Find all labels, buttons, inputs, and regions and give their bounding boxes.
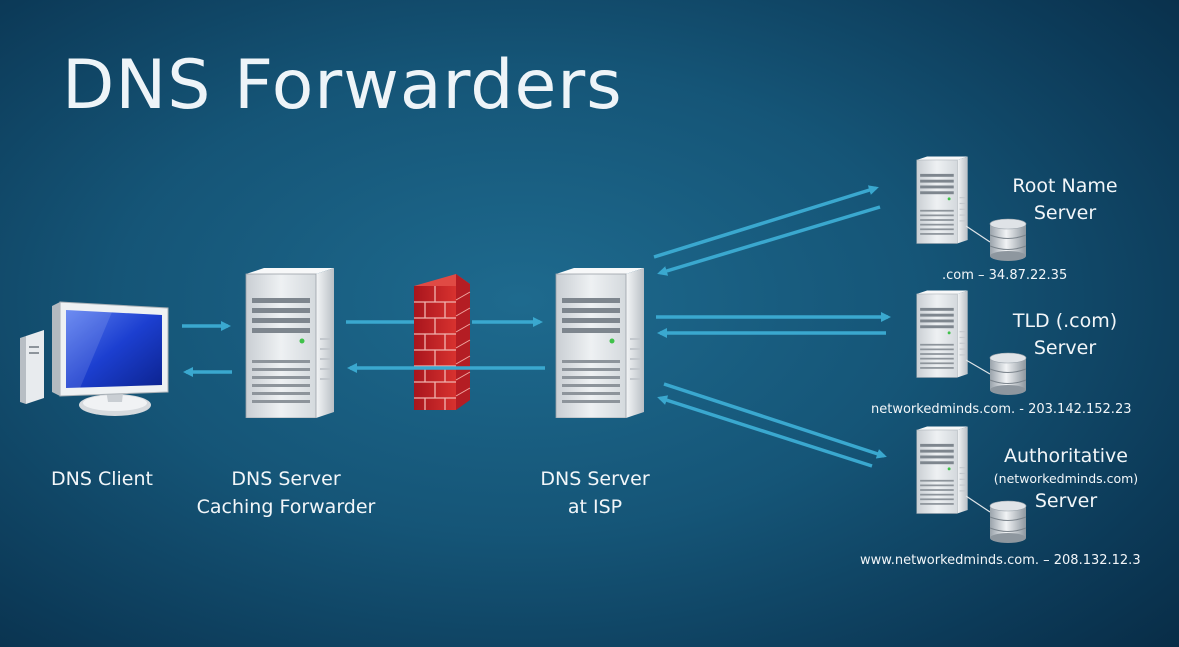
root-label: Root Name Server	[995, 173, 1135, 227]
root-server-icon	[916, 156, 968, 244]
caching-label: DNS Server Caching Forwarder	[186, 465, 386, 521]
tld-address: networkedminds.com. - 203.142.152.23	[871, 402, 1132, 417]
isp-label-line2: at ISP	[567, 496, 623, 518]
caching-server-icon	[245, 268, 335, 418]
arrow-root-to-isp	[657, 205, 881, 276]
arrow-authoritative-to-isp	[657, 395, 873, 468]
authoritative-label-line3: Server	[1034, 490, 1098, 512]
isp-label: DNS Server at ISP	[520, 465, 670, 521]
firewall-icon	[414, 274, 471, 410]
authoritative-address: www.networkedminds.com. – 208.132.12.3	[860, 553, 1141, 568]
arrow-isp-to-authoritative	[663, 382, 887, 459]
caching-label-line2: Caching Forwarder	[196, 496, 376, 518]
client-label-text: DNS Client	[51, 468, 153, 490]
root-label-line2: Server	[1033, 202, 1097, 224]
page-title: DNS Forwarders	[62, 46, 623, 125]
authoritative-label-line1: Authoritative	[1003, 445, 1128, 467]
authoritative-label: Authoritative (networkedminds.com) Serve…	[985, 443, 1147, 515]
authoritative-server-icon	[916, 426, 968, 514]
tld-label-line1: TLD (.com)	[1012, 310, 1118, 332]
client-label: DNS Client	[42, 465, 162, 493]
isp-label-line1: DNS Server	[540, 468, 650, 490]
caching-label-line1: DNS Server	[231, 468, 341, 490]
authoritative-label-line2: (networkedminds.com)	[993, 471, 1139, 486]
root-label-line1: Root Name	[1012, 175, 1118, 197]
root-address: .com – 34.87.22.35	[942, 268, 1068, 283]
tld-label-line2: Server	[1033, 337, 1097, 359]
monitor-icon	[20, 301, 169, 416]
arrow-isp-to-root	[653, 185, 879, 259]
tld-server-icon	[916, 290, 968, 378]
tld-label: TLD (.com) Server	[995, 308, 1135, 362]
isp-server-icon	[555, 268, 645, 418]
